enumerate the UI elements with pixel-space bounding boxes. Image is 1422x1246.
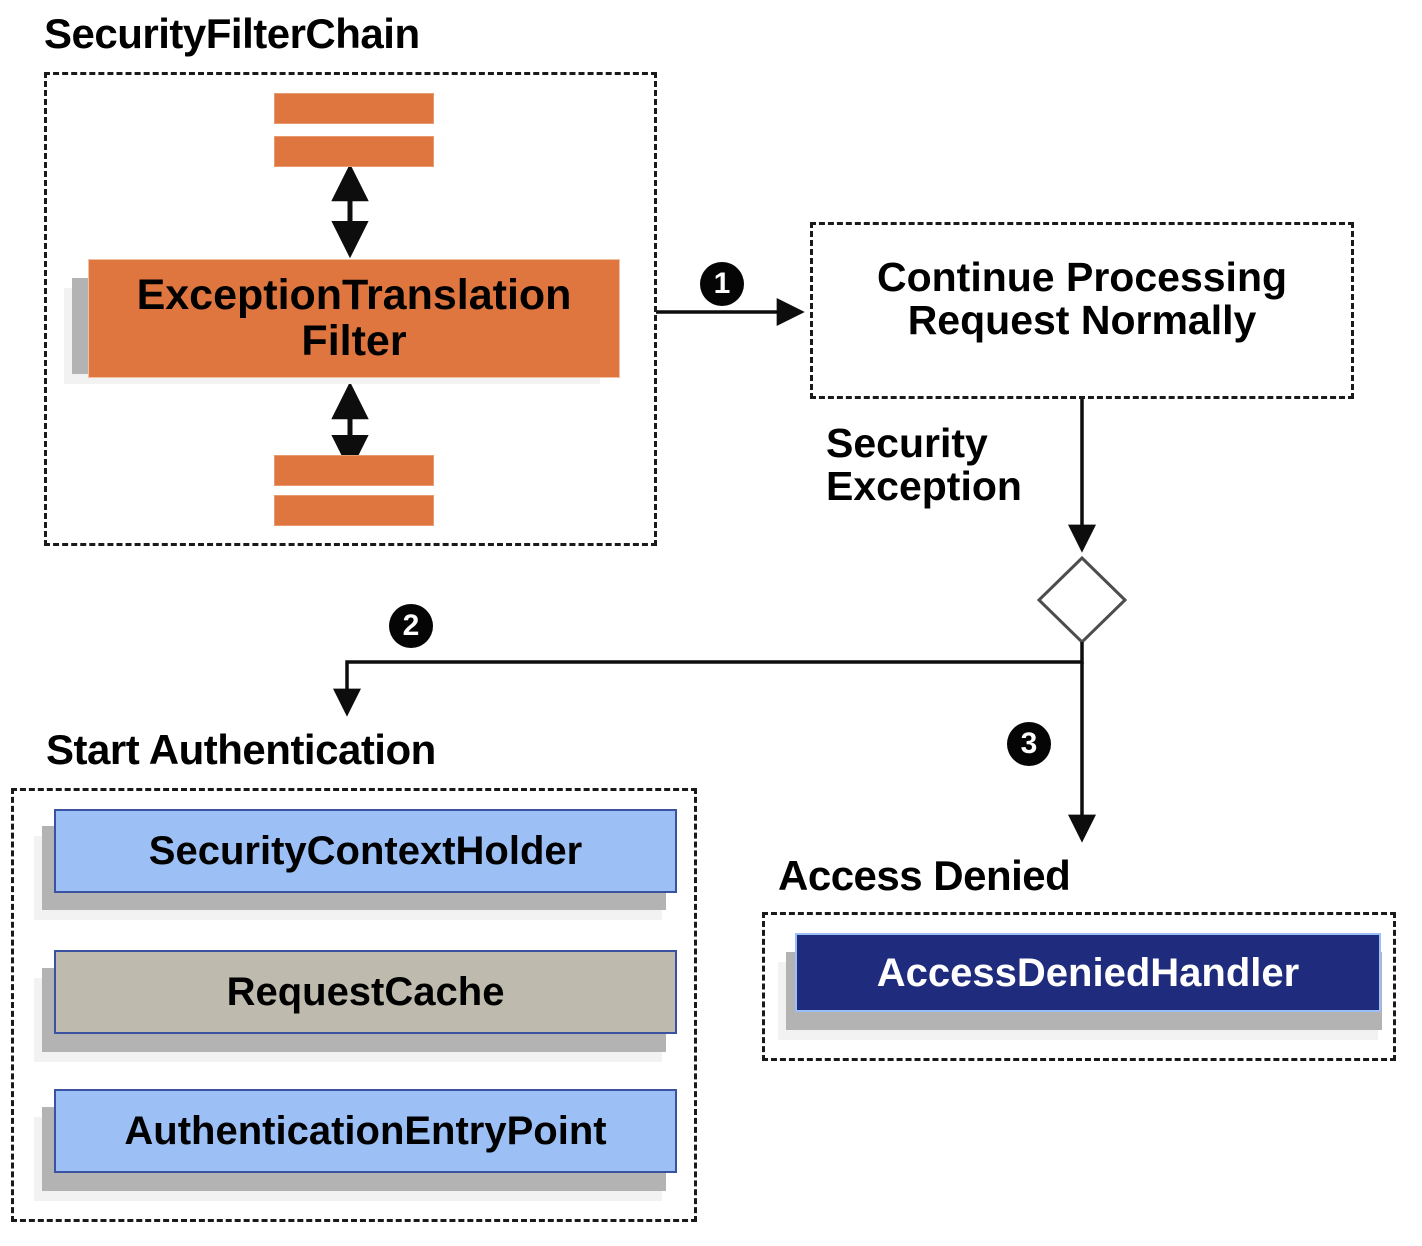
access-denied-handler-label: AccessDeniedHandler	[876, 950, 1300, 995]
step-1-number: 1	[713, 267, 731, 300]
request-cache-label: RequestCache	[226, 970, 505, 1014]
authentication-entry-point-node[interactable]: AuthenticationEntryPoint	[54, 1089, 677, 1173]
step-3-number: 3	[1020, 727, 1038, 760]
filter-bar-bottom-1	[274, 455, 434, 486]
request-cache-node[interactable]: RequestCache	[54, 950, 677, 1034]
continue-processing-label: Continue Processing Request Normally	[876, 254, 1288, 344]
arrow-step-2-start-authentication	[333, 642, 1084, 717]
decision-diamond	[1036, 555, 1128, 645]
step-2-number: 2	[402, 609, 420, 642]
continue-processing-container	[810, 222, 1354, 399]
step-1-badge: 1	[700, 262, 744, 306]
start-authentication-container	[11, 788, 697, 1222]
authentication-entry-point-label: AuthenticationEntryPoint	[124, 1109, 607, 1153]
step-2-badge: 2	[389, 604, 433, 648]
filter-bar-bottom-2	[274, 495, 434, 526]
exception-translation-filter-node[interactable]: ExceptionTranslation Filter	[88, 259, 620, 378]
access-denied-container	[762, 912, 1396, 1061]
filter-bar-top-2	[274, 136, 434, 167]
security-filter-chain-caption: SecurityFilterChain	[44, 10, 420, 57]
security-context-holder-node[interactable]: SecurityContextHolder	[54, 809, 677, 893]
filter-bar-top-1	[274, 93, 434, 124]
security-filter-chain-container	[44, 72, 657, 546]
start-authentication-caption: Start Authentication	[46, 726, 436, 773]
access-denied-handler-node[interactable]: AccessDeniedHandler	[795, 933, 1381, 1012]
security-context-holder-label: SecurityContextHolder	[148, 829, 583, 873]
step-3-badge: 3	[1007, 722, 1051, 766]
security-exception-label: Security Exception	[826, 420, 1022, 510]
access-denied-caption: Access Denied	[778, 852, 1071, 899]
exception-translation-filter-label: ExceptionTranslation Filter	[136, 271, 572, 365]
